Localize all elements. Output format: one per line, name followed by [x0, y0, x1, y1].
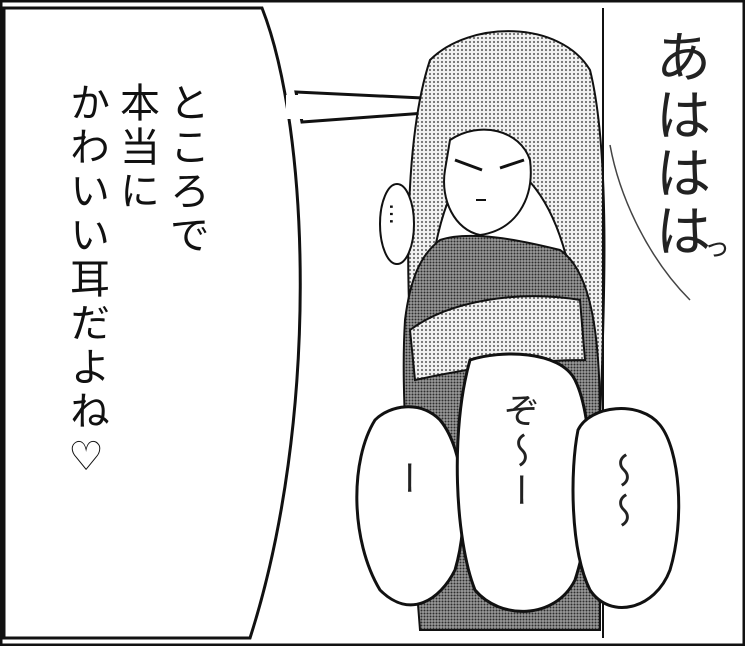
small-bubble-text: … [384, 203, 409, 225]
bubble-left [355, 405, 465, 607]
bubble-middle-text: ぞ〜ー [498, 392, 539, 512]
laugh-text: あははは [646, 28, 711, 260]
speech-line-1: ところで [163, 82, 209, 258]
bubble-middle [455, 352, 592, 613]
laugh-text-tail: っ [696, 235, 729, 263]
character-face [443, 128, 532, 237]
speech-line-3: かわいい耳だよね♡ [63, 82, 109, 484]
bubble-right [571, 407, 681, 609]
speech-line-2: 本当に [113, 82, 159, 214]
bubble-right-text: 〜〜 [600, 452, 641, 532]
small-bubble [379, 183, 415, 265]
bubble-left-text: ー [386, 460, 427, 496]
character-hair [407, 30, 606, 631]
speech-bubble [2, 6, 302, 640]
motion-line [609, 144, 691, 301]
